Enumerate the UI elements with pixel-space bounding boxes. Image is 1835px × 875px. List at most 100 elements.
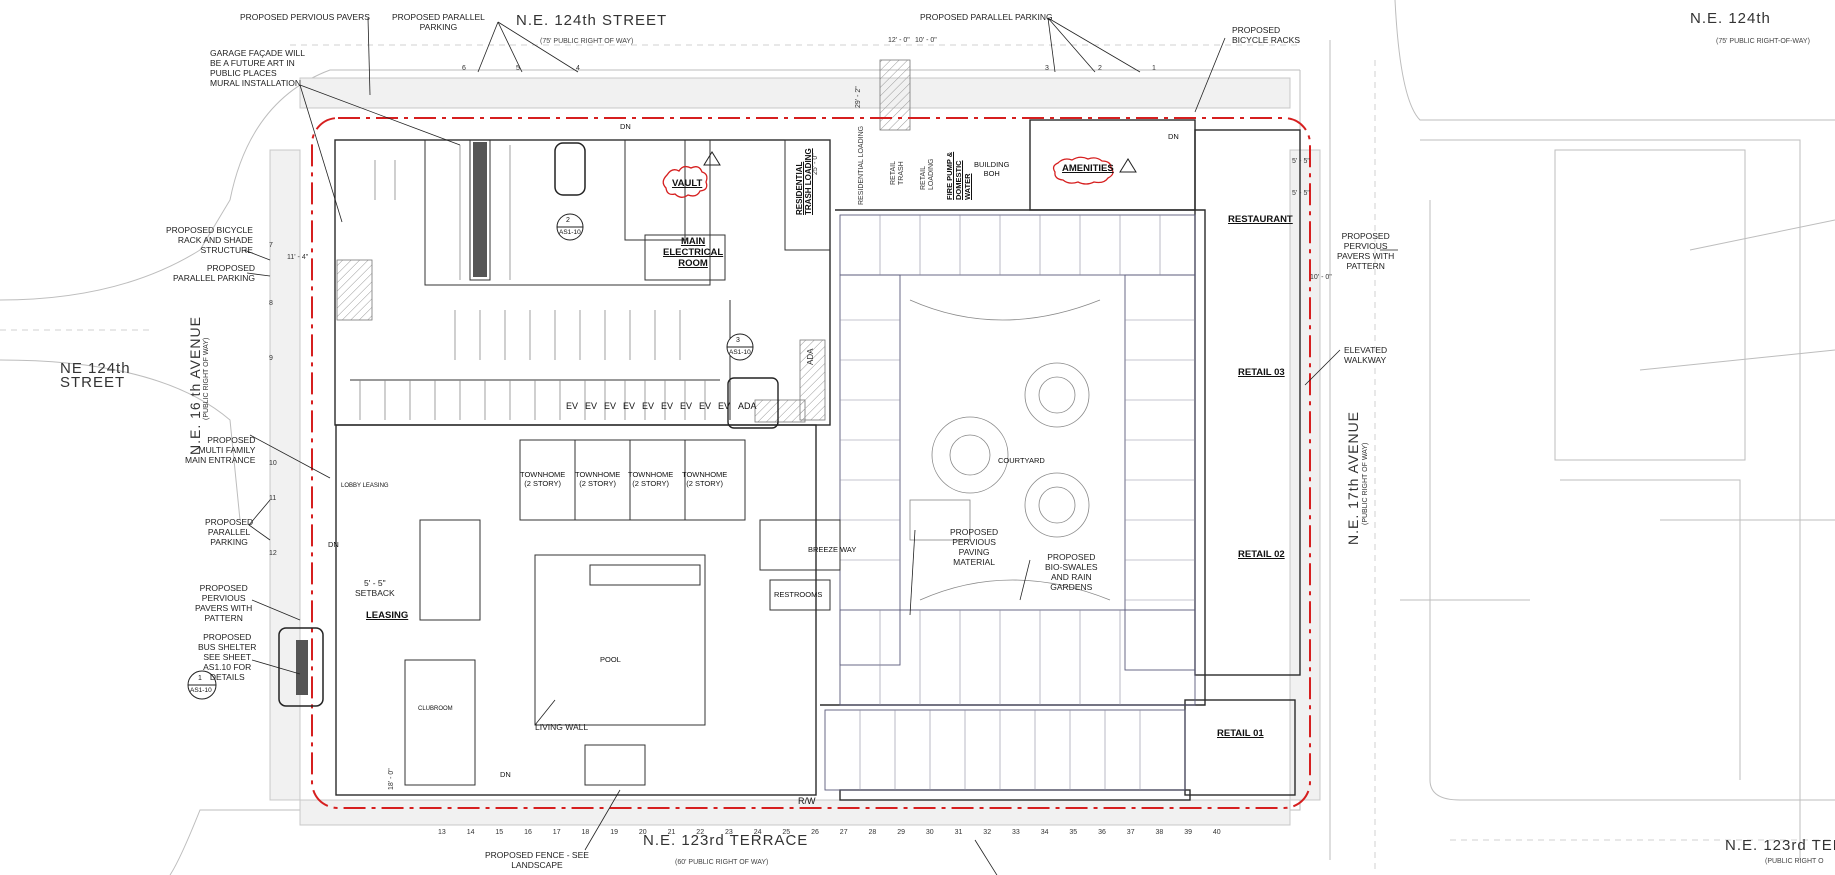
- room-townhome-1: TOWNHOME (2 STORY): [520, 470, 566, 488]
- room-amenities: AMENITIES: [1062, 163, 1114, 174]
- room-courtyard: COURTYARD: [998, 456, 1045, 465]
- parking-number-bottom-19: 19: [610, 829, 618, 836]
- stall-ev-3: EV: [604, 401, 617, 411]
- callout-pervious-paving: PROPOSED PERVIOUS PAVING MATERIAL: [950, 527, 999, 567]
- garage-interior: [350, 139, 831, 420]
- street-ne-123rd-east: N.E. 123rd TER: [1725, 837, 1835, 854]
- parking-number-bottom-26: 26: [811, 829, 819, 836]
- parking-number-west-12: 12: [269, 550, 277, 557]
- parking-number-bottom-25: 25: [782, 829, 791, 836]
- tag-1-number: 1: [198, 675, 202, 682]
- street-south-row: (60' PUBLIC RIGHT OF WAY): [675, 859, 769, 866]
- unit-partitions: [840, 215, 1195, 790]
- parking-number-top-6: 6: [462, 65, 466, 72]
- dim-10-0: 10' - 0": [915, 37, 937, 44]
- room-pool: POOL: [600, 655, 621, 664]
- bus-shelter-structure: [296, 640, 308, 695]
- stair-dn-west: DN: [328, 540, 339, 549]
- callout-pervious-pavers-top: PROPOSED PERVIOUS PAVERS: [240, 12, 370, 22]
- callout-fence: PROPOSED FENCE - SEE LANDSCAPE: [485, 850, 589, 870]
- parking-number-west-10: 10: [269, 460, 277, 467]
- room-retail-03: RETAIL 03: [1238, 367, 1285, 378]
- stall-ev-9: EV: [718, 401, 731, 411]
- stall-ev-2: EV: [585, 401, 598, 411]
- callout-living-wall: LIVING WALL: [535, 722, 589, 732]
- ada-stall-outline: [727, 377, 779, 429]
- tag-2-sheet: AS1-10: [559, 229, 581, 236]
- parking-number-bottom-24: 24: [753, 829, 762, 836]
- parking-number-bottom-33: 33: [1012, 829, 1020, 836]
- dim-25: 25' - 0": [812, 153, 819, 175]
- room-retail-loading: RETAIL LOADING: [920, 158, 935, 190]
- parking-number-bottom-36: 36: [1098, 829, 1106, 836]
- parking-number-west-7: 7: [269, 242, 273, 249]
- callout-parallel-parking-top: PROPOSED PARALLEL PARKING: [392, 12, 485, 32]
- parking-number-bottom-20: 20: [638, 829, 647, 836]
- street-ne-17th-avenue: N.E. 17th AVENUE: [1345, 410, 1361, 545]
- parking-number-bottom-15: 15: [495, 829, 504, 836]
- street-north-east-row: (75' PUBLIC RIGHT-OF-WAY): [1716, 38, 1810, 45]
- stair-dn-northeast: DN: [1168, 132, 1179, 141]
- stair-dn-south: DN: [500, 770, 511, 779]
- residential-units: [824, 214, 1196, 791]
- parking-number-bottom-16: 16: [524, 829, 532, 836]
- street-north-row: (75' PUBLIC RIGHT OF WAY): [540, 38, 634, 45]
- dim-5-b: 5' - 5": [1292, 190, 1310, 197]
- room-retail-trash: RETAIL TRASH: [890, 161, 905, 185]
- callout-parallel-parking-top-right: PROPOSED PARALLEL PARKING: [920, 12, 1053, 22]
- tag-3-number: 3: [736, 337, 740, 344]
- label-rw: R/W: [798, 796, 816, 806]
- stall-ev-5: EV: [642, 401, 655, 411]
- parking-number-bottom-13: 13: [438, 829, 446, 836]
- parking-number-bottom-27: 27: [839, 829, 848, 836]
- callout-elevated-walkway: ELEVATED WALKWAY: [1344, 345, 1388, 365]
- parking-number-top-5: 5: [516, 65, 520, 72]
- room-fire-pump: FIRE PUMP & DOMESTIC WATER: [945, 151, 972, 200]
- dim-12-0: 12' - 0": [888, 37, 910, 44]
- courtyard-features: [909, 299, 1111, 601]
- callout-bicycle-rack-shade: PROPOSED BICYCLE RACK AND SHADE STRUCTUR…: [166, 225, 253, 255]
- callout-garage-facade: GARAGE FAÇADE WILL BE A FUTURE ART IN PU…: [210, 48, 305, 88]
- parking-number-bottom-34: 34: [1040, 829, 1049, 836]
- stall-ev-8: EV: [699, 401, 712, 411]
- tag-2-number: 2: [566, 217, 570, 224]
- parking-number-bottom-18: 18: [581, 829, 590, 836]
- leader-lines: [243, 17, 1398, 875]
- street-ne-124th-east: N.E. 124th: [1690, 10, 1771, 27]
- stair-dn-north: DN: [620, 122, 631, 131]
- parking-number-bottom-23: 23: [725, 829, 733, 836]
- parking-number-bottom-31: 31: [954, 829, 963, 836]
- callout-parallel-parking-west2: PROPOSED PARALLEL PARKING: [205, 517, 254, 547]
- parking-number-bottom-37: 37: [1126, 829, 1135, 836]
- street-ne-123rd-terrace: N.E. 123rd TERRACE: [643, 832, 809, 849]
- property-line: [311, 117, 1311, 809]
- parking-number-bottom-35: 35: [1069, 829, 1078, 836]
- stall-ev-1: EV: [566, 401, 579, 411]
- parking-number-top-2: 2: [1098, 65, 1102, 72]
- callout-bus-shelter: PROPOSED BUS SHELTER SEE SHEET AS1.10 FO…: [198, 632, 257, 682]
- room-restrooms: RESTROOMS: [774, 590, 823, 599]
- parking-number-west-11: 11: [269, 495, 277, 502]
- vault-tank: [554, 142, 586, 196]
- revision-triangles: [703, 151, 1137, 173]
- room-residential-trash: RESIDENTIAL TRASH LOADING: [795, 148, 813, 215]
- room-lobby-leasing: LOBBY LEASING: [341, 483, 389, 489]
- dim-10-0b: 10' - 0": [1310, 274, 1332, 281]
- parking-number-bottom-30: 30: [925, 829, 934, 836]
- callout-pervious-pavers-west: PROPOSED PERVIOUS PAVERS WITH PATTERN: [195, 583, 253, 623]
- stall-ev-6: EV: [661, 401, 674, 411]
- parking-number-bottom-40: 40: [1212, 829, 1221, 836]
- room-building-boh: BUILDING BOH: [974, 160, 1010, 178]
- room-restaurant: RESTAURANT: [1228, 214, 1293, 225]
- street-west-row: (PUBLIC RIGHT OF WAY): [203, 337, 210, 420]
- parking-number-bottom-32: 32: [983, 829, 992, 836]
- parking-number-bottom-39: 39: [1184, 829, 1192, 836]
- tag-1-sheet: AS1-10: [190, 687, 212, 694]
- dim-29: 29' - 2": [855, 86, 862, 108]
- room-breeze-way: BREEZE WAY: [808, 545, 857, 554]
- parking-number-bottom-29: 29: [897, 829, 905, 836]
- room-residential-loading: RESIDENTIAL LOADING: [858, 125, 865, 205]
- callout-parallel-parking-west: PROPOSED PARALLEL PARKING: [173, 263, 256, 283]
- dim-11-4: 11' - 4": [287, 254, 309, 261]
- street-ne-124th-north: N.E. 124th STREET: [516, 12, 668, 29]
